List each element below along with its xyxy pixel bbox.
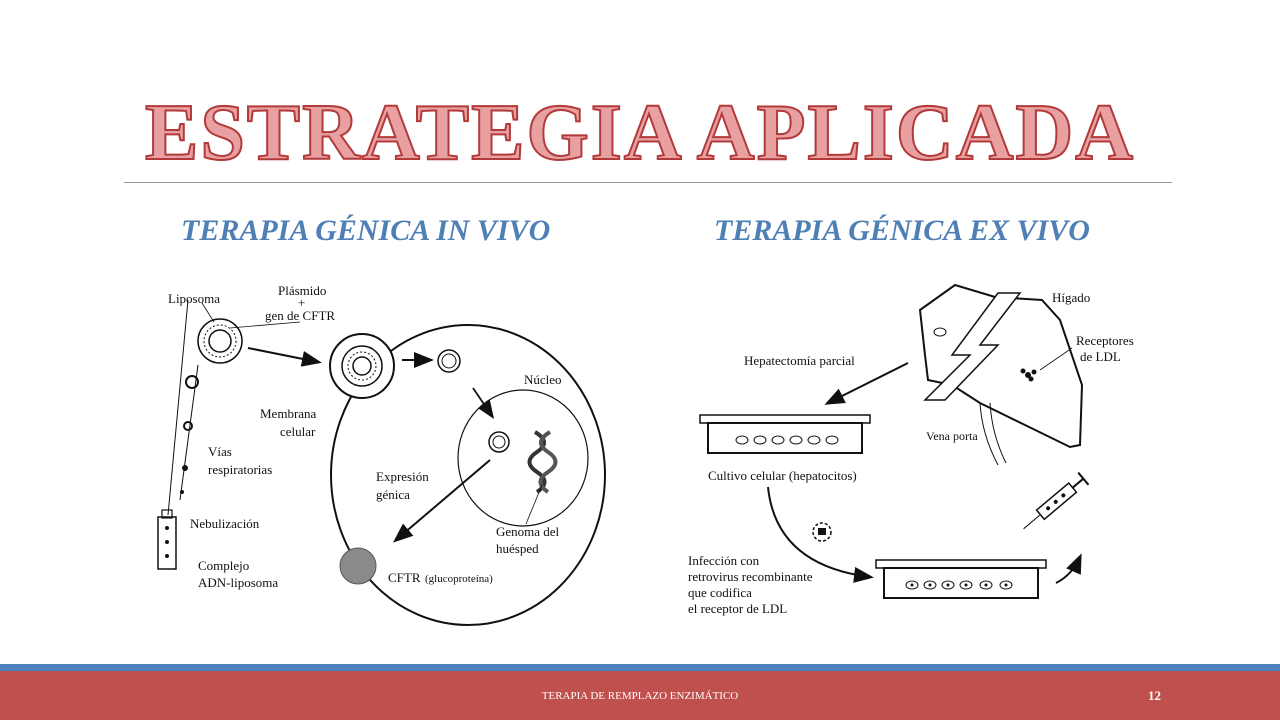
page-number: 12 [1148,688,1161,703]
label-glucoproteina: (glucoproteína) [425,573,493,585]
slide-title: ESTRATEGIA APLICADA [144,88,1136,178]
in-vivo-diagram: Liposoma Plásmido + gen de CFTR Núcleo M… [140,270,610,630]
subtitle-in-vivo: TERAPIA GÉNICA IN VIVO [181,214,551,247]
label-complejo: Complejo [198,558,249,573]
footer-title: TERAPIA DE REMPLAZO ENZIMÁTICO [541,690,739,702]
label-genoma: Genoma del [496,524,560,539]
label-cultivo: Cultivo celular (hepatocitos) [708,468,857,483]
label-adn-liposoma: ADN-liposoma [198,575,278,590]
label-nucleo: Núcleo [524,372,562,387]
label-plus: + [298,295,305,310]
footer-bar [0,671,1280,720]
label-huesped: huésped [496,541,539,556]
label-hepatectomia: Hepatectomía parcial [744,353,855,368]
liposome-shape [197,318,243,364]
label-gen-cftr: gen de CFTR [265,308,335,323]
label-nebulizacion: Nebulización [190,516,260,531]
label-expresion: Expresión [376,469,429,484]
label-receptor-ldl: el receptor de LDL [688,601,787,616]
label-que-codifica: que codifica [688,585,752,600]
label-vias: Vías [208,444,232,459]
footer-accent-bar [0,664,1280,671]
label-plasmido: Plásmido [278,283,326,298]
label-de-ldl: de LDL [1080,349,1121,364]
title-divider [124,182,1172,183]
label-membrana: Membrana [260,406,317,421]
label-infeccion: Infección con [688,553,760,568]
label-vena-porta: Vena porta [926,429,978,443]
label-retrovirus: retrovirus recombinante [688,569,813,584]
label-genica: génica [376,487,410,502]
label-liposoma: Liposoma [168,291,220,306]
label-cftr: CFTR [388,570,421,585]
subtitle-ex-vivo: TERAPIA GÉNICA EX VIVO [714,214,1090,247]
label-respiratorias: respiratorias [208,462,272,477]
label-celular: celular [280,424,316,439]
label-higado: Hígado [1052,290,1090,305]
label-receptores: Receptores [1076,333,1134,348]
ex-vivo-diagram: Hígado Receptores de LDL Hepatectomía pa… [680,275,1150,630]
